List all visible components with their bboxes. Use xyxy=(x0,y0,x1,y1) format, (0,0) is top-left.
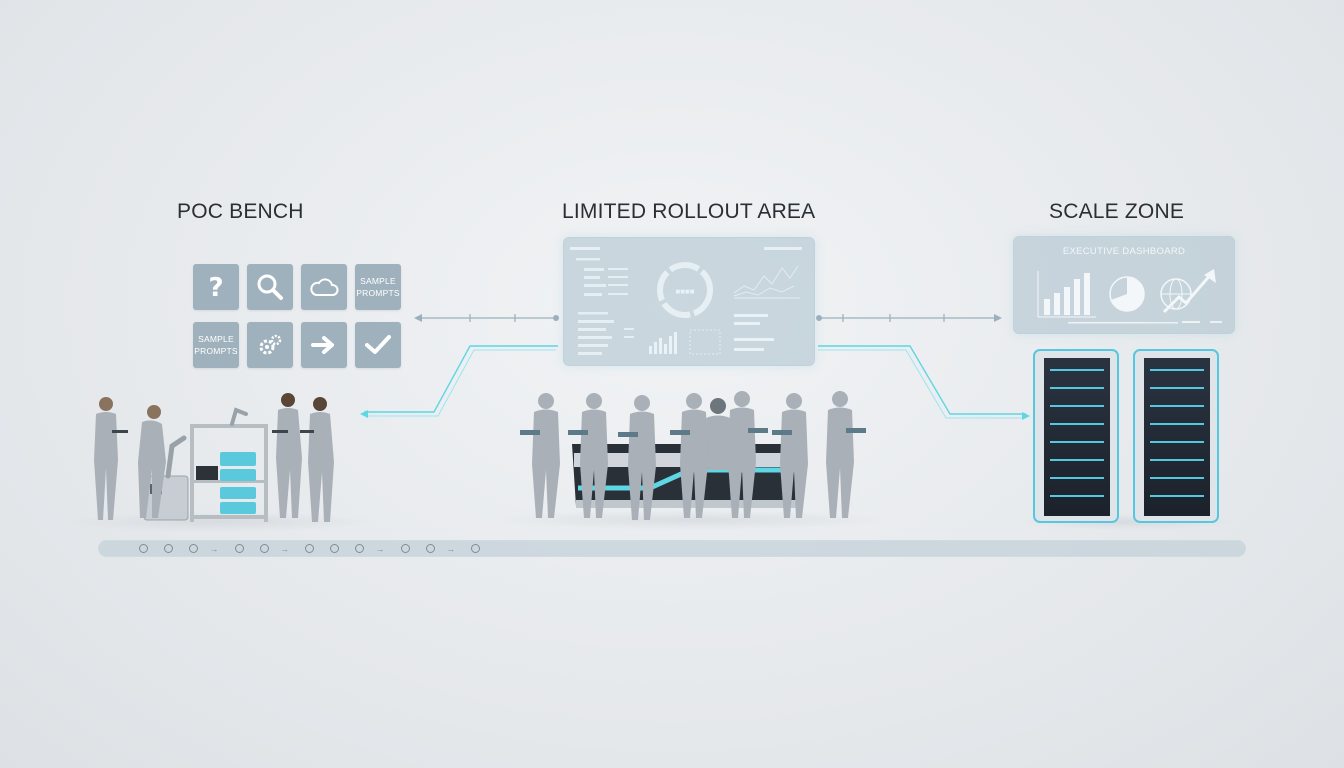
sample-prompts-tile[interactable]: SAMPLE PROMPTS xyxy=(355,264,401,310)
server-rack xyxy=(1033,349,1119,523)
connector-poc-limited xyxy=(360,314,559,418)
sample-prompts-label: SAMPLE PROMPTS xyxy=(194,334,238,356)
person xyxy=(300,397,334,522)
arrow-right-icon: → xyxy=(446,543,456,554)
person xyxy=(568,393,608,518)
person xyxy=(706,398,730,470)
poc-team xyxy=(94,393,334,522)
svg-text:?: ? xyxy=(208,273,223,302)
person xyxy=(772,393,808,518)
clock-icon xyxy=(400,544,410,553)
person xyxy=(94,397,128,520)
clock-icon xyxy=(139,544,148,553)
server-rack xyxy=(1133,349,1219,523)
svg-text:■■■■: ■■■■ xyxy=(676,289,695,295)
limited-rollout-title: LIMITED ROLLOUT AREA xyxy=(562,200,816,223)
gears-icon[interactable] xyxy=(247,322,293,368)
clock-icon xyxy=(425,544,435,553)
executive-dashboard-title: EXECUTIVE DASHBOARD xyxy=(1062,246,1186,257)
arrow-right-icon: → xyxy=(280,543,290,554)
clock-icon xyxy=(330,544,339,553)
sample-prompts-label: SAMPLE PROMPTS xyxy=(356,276,400,298)
question-icon[interactable]: ? xyxy=(193,264,239,310)
version-timeline: → → → → xyxy=(98,540,1246,557)
rollout-dashboard-panel[interactable]: ■■■■ xyxy=(563,237,815,366)
person xyxy=(670,393,708,518)
clock-icon xyxy=(471,544,480,553)
clock-icon xyxy=(164,544,173,553)
clock-icon xyxy=(355,544,364,553)
scale-zone-title: SCALE ZONE xyxy=(1049,200,1185,223)
clock-icon xyxy=(259,544,269,553)
arrow-right-icon[interactable] xyxy=(301,322,347,368)
person xyxy=(826,391,866,518)
person xyxy=(618,395,656,520)
executive-dashboard-graphics xyxy=(1037,269,1222,324)
executive-dashboard-panel[interactable]: EXECUTIVE DASHBOARD xyxy=(1013,236,1235,334)
person xyxy=(520,393,560,518)
clock-icon xyxy=(189,544,198,553)
clock-icon xyxy=(305,544,314,553)
poc-bench-title: POC BENCH xyxy=(177,200,304,223)
person xyxy=(272,393,302,518)
sample-prompts-tile[interactable]: SAMPLE PROMPTS xyxy=(193,322,239,368)
person xyxy=(728,391,768,518)
clock-icon xyxy=(234,544,244,553)
search-icon[interactable] xyxy=(247,264,293,310)
cloud-icon[interactable] xyxy=(301,264,347,310)
arrow-right-icon: → xyxy=(376,543,385,554)
rollout-dashboard-graphics: ■■■■ xyxy=(570,247,802,355)
arrow-right-icon: → xyxy=(210,543,219,554)
person xyxy=(138,405,166,518)
rollout-team xyxy=(520,391,866,520)
checkmark-icon[interactable] xyxy=(355,322,401,368)
connector-limited-scale xyxy=(816,314,1030,420)
